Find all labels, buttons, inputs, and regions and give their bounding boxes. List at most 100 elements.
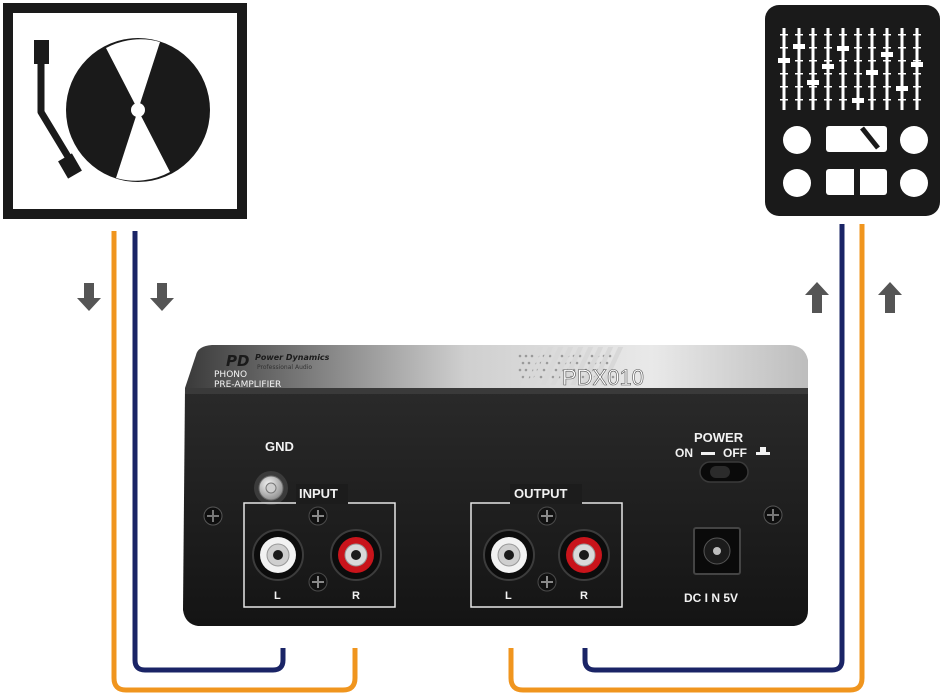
fader-tick <box>824 47 832 49</box>
model-name: PDX010 <box>562 365 644 390</box>
fader-track <box>900 28 904 110</box>
fader-tick <box>780 86 788 88</box>
grille-dot <box>542 368 546 372</box>
fader-cap <box>807 80 819 85</box>
grille-slat <box>520 347 544 385</box>
output-label: OUTPUT <box>514 486 568 501</box>
fader-tick <box>868 34 876 36</box>
brand-name: Power Dynamics <box>255 353 330 362</box>
fader-tick <box>868 99 876 101</box>
mixer-knob <box>783 169 811 197</box>
power-on-symbol <box>701 452 715 455</box>
grille-pattern <box>518 347 624 385</box>
input-label: INPUT <box>299 486 338 501</box>
gnd-terminal[interactable] <box>254 471 288 505</box>
power-on-label: ON <box>675 446 693 460</box>
fader-tick <box>809 47 817 49</box>
output-left-rca-jack[interactable] <box>483 529 535 581</box>
fader-track <box>885 28 889 110</box>
fader-tick <box>824 60 832 62</box>
input-right-rca-jack[interactable] <box>330 529 382 581</box>
fader-tick <box>809 60 817 62</box>
grille-dot <box>581 375 585 379</box>
arrow-up-icon <box>805 282 829 313</box>
fader-track <box>870 28 874 110</box>
fader-tick <box>780 99 788 101</box>
mixer-icon <box>765 5 940 216</box>
grille-dot <box>578 354 582 358</box>
fader-tick <box>809 99 817 101</box>
grille-dot <box>560 354 564 358</box>
cables <box>111 224 865 693</box>
fader-tick <box>809 86 817 88</box>
grille-dot <box>524 354 528 358</box>
fader-tick <box>795 86 803 88</box>
fader-tick <box>883 73 891 75</box>
mixer-knob <box>900 169 928 197</box>
grille-dot <box>521 375 525 379</box>
dc-power-jack[interactable] <box>693 527 741 575</box>
fader-tick <box>780 47 788 49</box>
fader-cap <box>866 70 878 75</box>
cable-mixer-orange <box>508 224 865 693</box>
grille-dot <box>602 368 606 372</box>
product-line-1: PHONO <box>214 370 247 380</box>
fader-tick <box>868 86 876 88</box>
turntable-icon <box>3 3 247 219</box>
fader-tick <box>913 34 921 36</box>
fader-tick <box>898 73 906 75</box>
fader-cap <box>822 64 834 69</box>
product-line-2: PRE-AMPLIFIER <box>214 380 281 390</box>
fader-tick <box>898 60 906 62</box>
grille-dot <box>545 361 549 365</box>
fader-tick <box>854 86 862 88</box>
fader-tick <box>824 73 832 75</box>
grille-slat <box>580 347 604 385</box>
input-left-label: L <box>274 590 281 602</box>
fader-track <box>782 28 786 110</box>
phono-preamp-device: PD Power Dynamics Professional Audio PHO… <box>183 345 808 626</box>
output-right-rca-jack[interactable] <box>558 529 610 581</box>
fader-tick <box>795 99 803 101</box>
panel-screw <box>537 572 557 592</box>
fader-tick <box>913 73 921 75</box>
brand-tagline: Professional Audio <box>257 364 312 371</box>
fader-tick <box>854 60 862 62</box>
fader-cap <box>852 98 864 103</box>
fader-cap <box>896 86 908 91</box>
tonearm-counterweight <box>34 40 49 64</box>
panel-screw <box>308 572 328 592</box>
power-label: POWER <box>694 430 744 445</box>
input-left-rca-jack[interactable] <box>252 529 304 581</box>
output-left-label: L <box>505 590 512 602</box>
device-top-strip <box>185 345 808 388</box>
mixer-knob <box>900 126 928 154</box>
fader-tick <box>883 86 891 88</box>
fader-cap <box>837 46 849 51</box>
gnd-label: GND <box>265 439 294 454</box>
fader-tick <box>913 86 921 88</box>
grille-dot <box>569 375 573 379</box>
fader-cap <box>778 58 790 63</box>
fader-tick <box>868 60 876 62</box>
panel-screw <box>308 506 328 526</box>
grille-dot <box>584 368 588 372</box>
input-right-label: R <box>352 590 360 602</box>
power-switch[interactable] <box>699 461 749 483</box>
fader-tick <box>913 99 921 101</box>
grille-slat <box>550 347 574 385</box>
fader-tick <box>795 34 803 36</box>
tonearm-headshell <box>58 153 82 179</box>
fader-track <box>811 28 815 110</box>
fader-tick <box>854 47 862 49</box>
fader-tick <box>854 73 862 75</box>
panel-screw <box>763 505 783 525</box>
grille-dot <box>518 368 522 372</box>
grille-slat <box>570 347 594 385</box>
grille-dot <box>554 368 558 372</box>
fader-track <box>915 28 919 110</box>
record-reflection <box>106 39 160 110</box>
grille-dot <box>548 354 552 358</box>
fader-tick <box>824 86 832 88</box>
